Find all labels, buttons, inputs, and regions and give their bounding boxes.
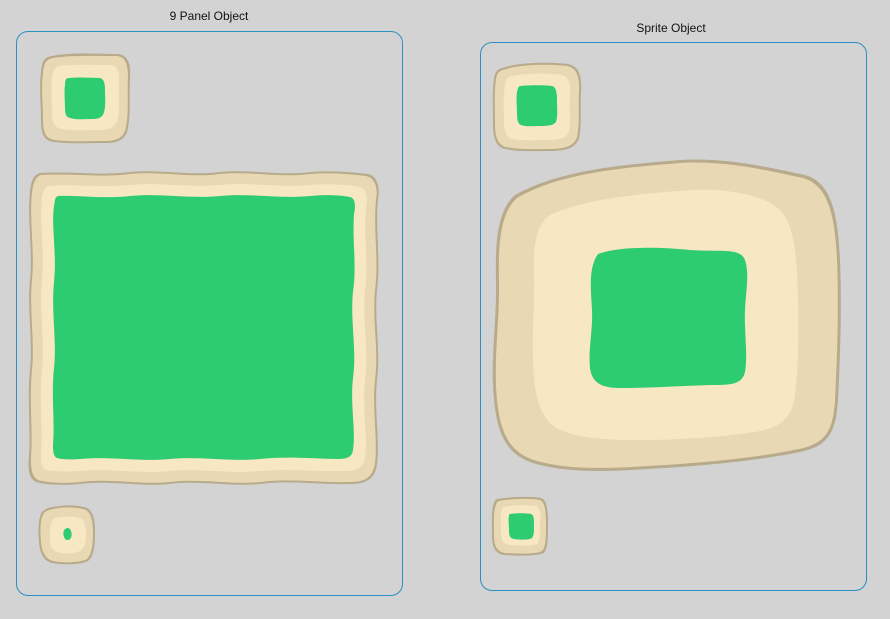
nine-panel-title: 9 Panel Object bbox=[169, 9, 249, 23]
sprite-object-container bbox=[480, 42, 867, 591]
sprite-tiny-tile bbox=[491, 496, 548, 556]
sprite-object-title: Sprite Object bbox=[636, 21, 706, 35]
grass bbox=[63, 527, 72, 541]
sprite-small-tile bbox=[492, 62, 582, 152]
nine-panel-tiny-tile bbox=[38, 505, 95, 565]
grass bbox=[589, 247, 748, 388]
sprite-large-tile bbox=[492, 159, 841, 471]
nine-panel-large-tile bbox=[28, 171, 379, 485]
grass bbox=[64, 77, 106, 120]
nine-panel-small-tile bbox=[40, 53, 131, 144]
nine-panel-container bbox=[16, 31, 403, 596]
grass bbox=[508, 513, 534, 540]
grass bbox=[516, 85, 558, 127]
grass bbox=[52, 195, 355, 460]
